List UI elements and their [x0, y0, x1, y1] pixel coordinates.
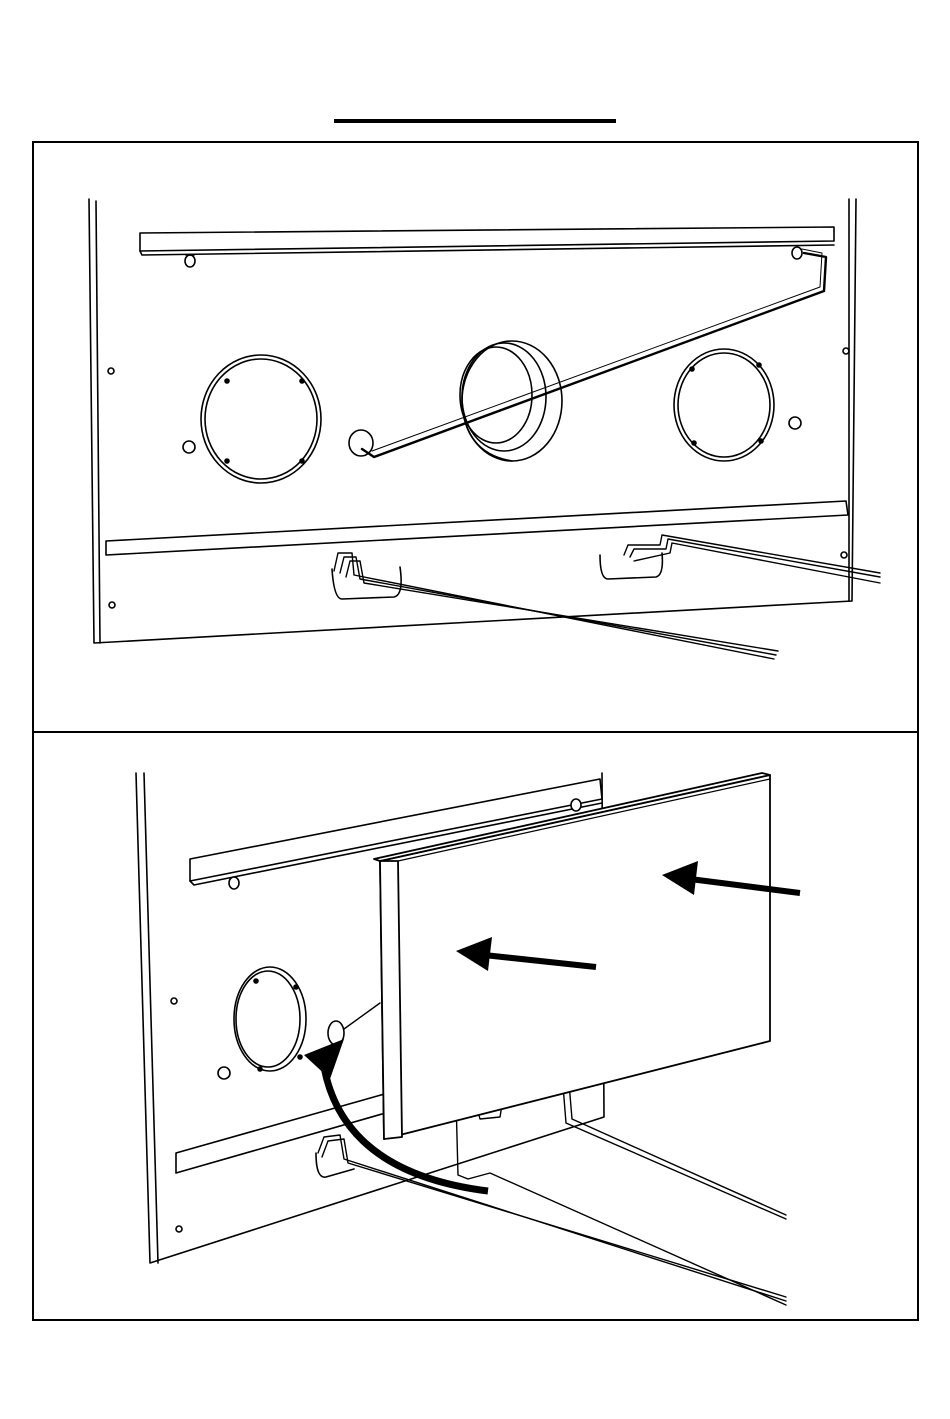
title-underline	[334, 119, 616, 123]
figure-frame	[32, 141, 919, 1321]
screw-hole	[843, 348, 849, 354]
step-2-illustration	[34, 733, 917, 1319]
opening-center	[460, 341, 562, 461]
post-right-mid	[789, 417, 801, 429]
post	[229, 877, 239, 889]
post	[571, 799, 581, 811]
tube-grommet	[349, 430, 373, 456]
opening-left	[201, 355, 321, 483]
lower-rail	[106, 501, 848, 555]
opening-right	[674, 349, 774, 461]
step-1-illustration	[34, 143, 917, 731]
step-1-panel	[34, 143, 917, 731]
post-right-top	[792, 247, 802, 259]
lower-gas-tubes	[334, 535, 880, 659]
step-2-panel	[34, 733, 917, 1319]
screw-hole	[109, 602, 115, 608]
post-left-top	[185, 255, 195, 267]
opening-left	[234, 967, 306, 1071]
post	[218, 1067, 230, 1079]
screw-hole	[108, 368, 114, 374]
upper-rail	[140, 227, 834, 251]
post-left-mid	[183, 441, 195, 453]
screw-hole	[841, 552, 847, 558]
